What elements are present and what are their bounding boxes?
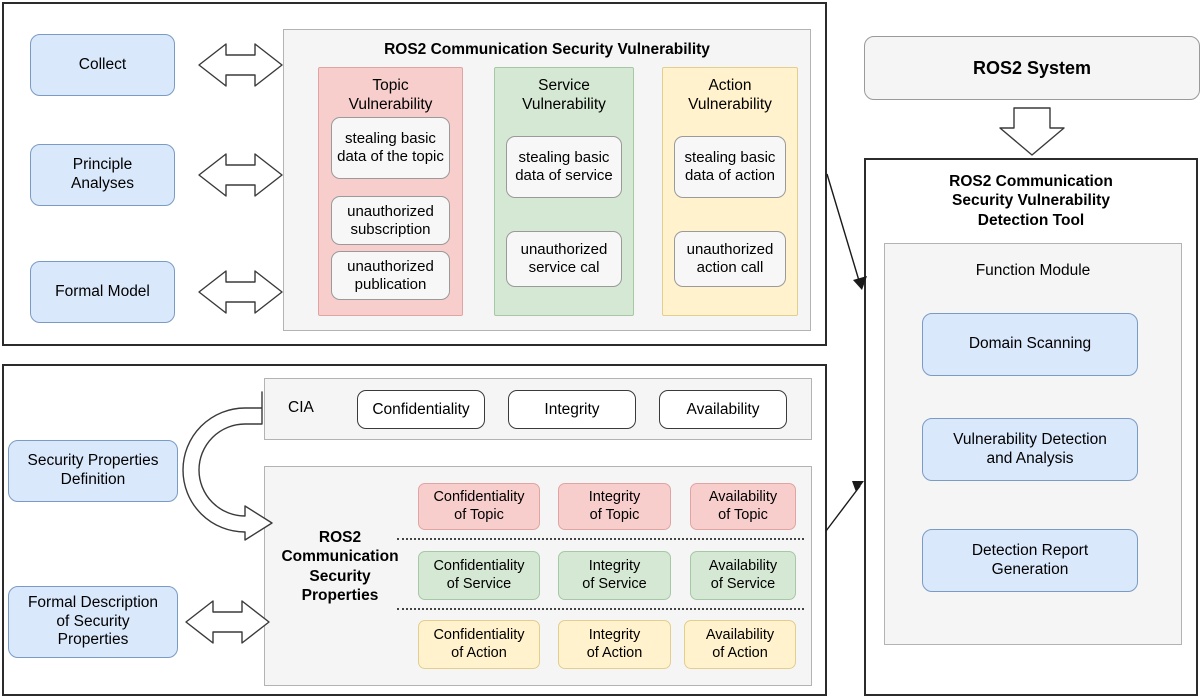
stage-box-formal-model[interactable]: Formal Model	[30, 261, 175, 323]
module-label: Detection Report Generation	[971, 541, 1089, 578]
category-label: Topic Vulnerability	[348, 77, 433, 113]
vulnerability-container-title: ROS2 Communication Security Vulnerabilit…	[384, 41, 710, 58]
vuln-item-action-stealing[interactable]: stealing basic data of action	[674, 136, 786, 198]
ros2-system-label: ROS2 System	[972, 58, 1092, 78]
bidirectional-arrow-icon	[185, 600, 270, 644]
module-detection-report-generation[interactable]: Detection Report Generation	[922, 529, 1138, 592]
property-availability-of-action[interactable]: Availability of Action	[684, 620, 796, 669]
property-integrity-of-topic[interactable]: Integrity of Topic	[558, 483, 671, 530]
bidirectional-arrow-icon	[198, 43, 283, 87]
stage-box-label: Security Properties Definition	[27, 452, 159, 488]
property-availability-of-topic[interactable]: Availability of Topic	[690, 483, 796, 530]
detection-tool-title: ROS2 Communication Security Vulnerabilit…	[949, 173, 1113, 229]
vuln-item-topic-stealing[interactable]: stealing basic data of the topic	[331, 117, 450, 179]
category-label: Service Vulnerability	[522, 77, 606, 113]
vuln-item-topic-unauth-sub[interactable]: unauthorized subscription	[331, 196, 450, 245]
property-integrity-of-action[interactable]: Integrity of Action	[558, 620, 671, 669]
function-module-label: Function Module	[975, 262, 1091, 279]
bidirectional-arrow-icon	[198, 270, 283, 314]
module-label: Vulnerability Detection and Analysis	[953, 430, 1107, 467]
stage-box-label: Principle Analyses	[71, 156, 134, 192]
matrix-divider-1	[397, 538, 804, 540]
property-label: Integrity of Topic	[588, 488, 641, 523]
property-label: Confidentiality of Action	[433, 626, 525, 661]
property-availability-of-service[interactable]: Availability of Service	[690, 551, 796, 600]
property-label: Integrity of Service	[582, 557, 647, 592]
ros2-system-box[interactable]	[864, 36, 1200, 100]
property-label: Integrity of Action	[586, 626, 643, 661]
property-confidentiality-of-action[interactable]: Confidentiality of Action	[418, 620, 540, 669]
property-confidentiality-of-topic[interactable]: Confidentiality of Topic	[418, 483, 540, 530]
vuln-item-label: stealing basic data of action	[684, 149, 776, 184]
property-label: Confidentiality of Service	[433, 557, 525, 592]
cia-item-availability[interactable]: Availability	[659, 390, 787, 429]
vuln-item-label: unauthorized subscription	[347, 202, 434, 238]
module-label: Domain Scanning	[968, 335, 1092, 353]
vuln-item-label: unauthorized publication	[347, 257, 434, 293]
property-integrity-of-service[interactable]: Integrity of Service	[558, 551, 671, 600]
vuln-item-action-unauth-call[interactable]: unauthorized action call	[674, 231, 786, 287]
link-arrow-icon	[826, 173, 867, 290]
link-arrow-icon	[825, 481, 864, 532]
vuln-item-service-stealing[interactable]: stealing basic data of service	[506, 136, 622, 198]
vuln-item-topic-unauth-pub[interactable]: unauthorized publication	[331, 251, 450, 300]
stage-box-collect[interactable]: Collect	[30, 34, 175, 96]
cia-item-label: Integrity	[544, 400, 600, 418]
property-label: Confidentiality of Topic	[433, 488, 525, 523]
property-label: Availability of Topic	[708, 488, 778, 523]
property-label: Availability of Action	[705, 626, 775, 661]
vuln-item-label: stealing basic data of service	[515, 149, 613, 184]
stage-box-label: Formal Description of Security Propertie…	[27, 593, 159, 649]
cia-item-label: Confidentiality	[372, 400, 470, 418]
vuln-item-label: stealing basic data of the topic	[337, 130, 444, 165]
module-vulnerability-detection-and-analysis[interactable]: Vulnerability Detection and Analysis	[922, 418, 1138, 481]
cia-item-confidentiality[interactable]: Confidentiality	[357, 390, 485, 429]
properties-matrix-row-title: ROS2 Communication Security Properties	[281, 529, 399, 605]
property-label: Availability of Service	[708, 557, 778, 592]
cia-label: CIA	[288, 399, 314, 416]
stage-box-formal-description[interactable]: Formal Description of Security Propertie…	[8, 586, 178, 658]
vuln-item-label: unauthorized service cal	[520, 241, 608, 276]
stage-box-label: Collect	[78, 55, 127, 73]
property-confidentiality-of-service[interactable]: Confidentiality of Service	[418, 551, 540, 600]
bidirectional-arrow-icon	[198, 153, 283, 197]
stage-box-label: Formal Model	[55, 282, 150, 300]
cia-item-integrity[interactable]: Integrity	[508, 390, 636, 429]
cia-item-label: Availability	[686, 400, 760, 418]
curved-arrow-icon	[182, 391, 273, 541]
down-block-arrow-icon	[999, 107, 1065, 156]
stage-box-security-properties-definition[interactable]: Security Properties Definition	[8, 440, 178, 502]
category-label: Action Vulnerability	[688, 77, 772, 113]
vuln-item-label: unauthorized action call	[686, 241, 774, 276]
module-domain-scanning[interactable]: Domain Scanning	[922, 313, 1138, 376]
stage-box-principle-analyses[interactable]: Principle Analyses	[30, 144, 175, 206]
matrix-divider-2	[397, 608, 804, 610]
vuln-item-service-unauth-call[interactable]: unauthorized service cal	[506, 231, 622, 287]
